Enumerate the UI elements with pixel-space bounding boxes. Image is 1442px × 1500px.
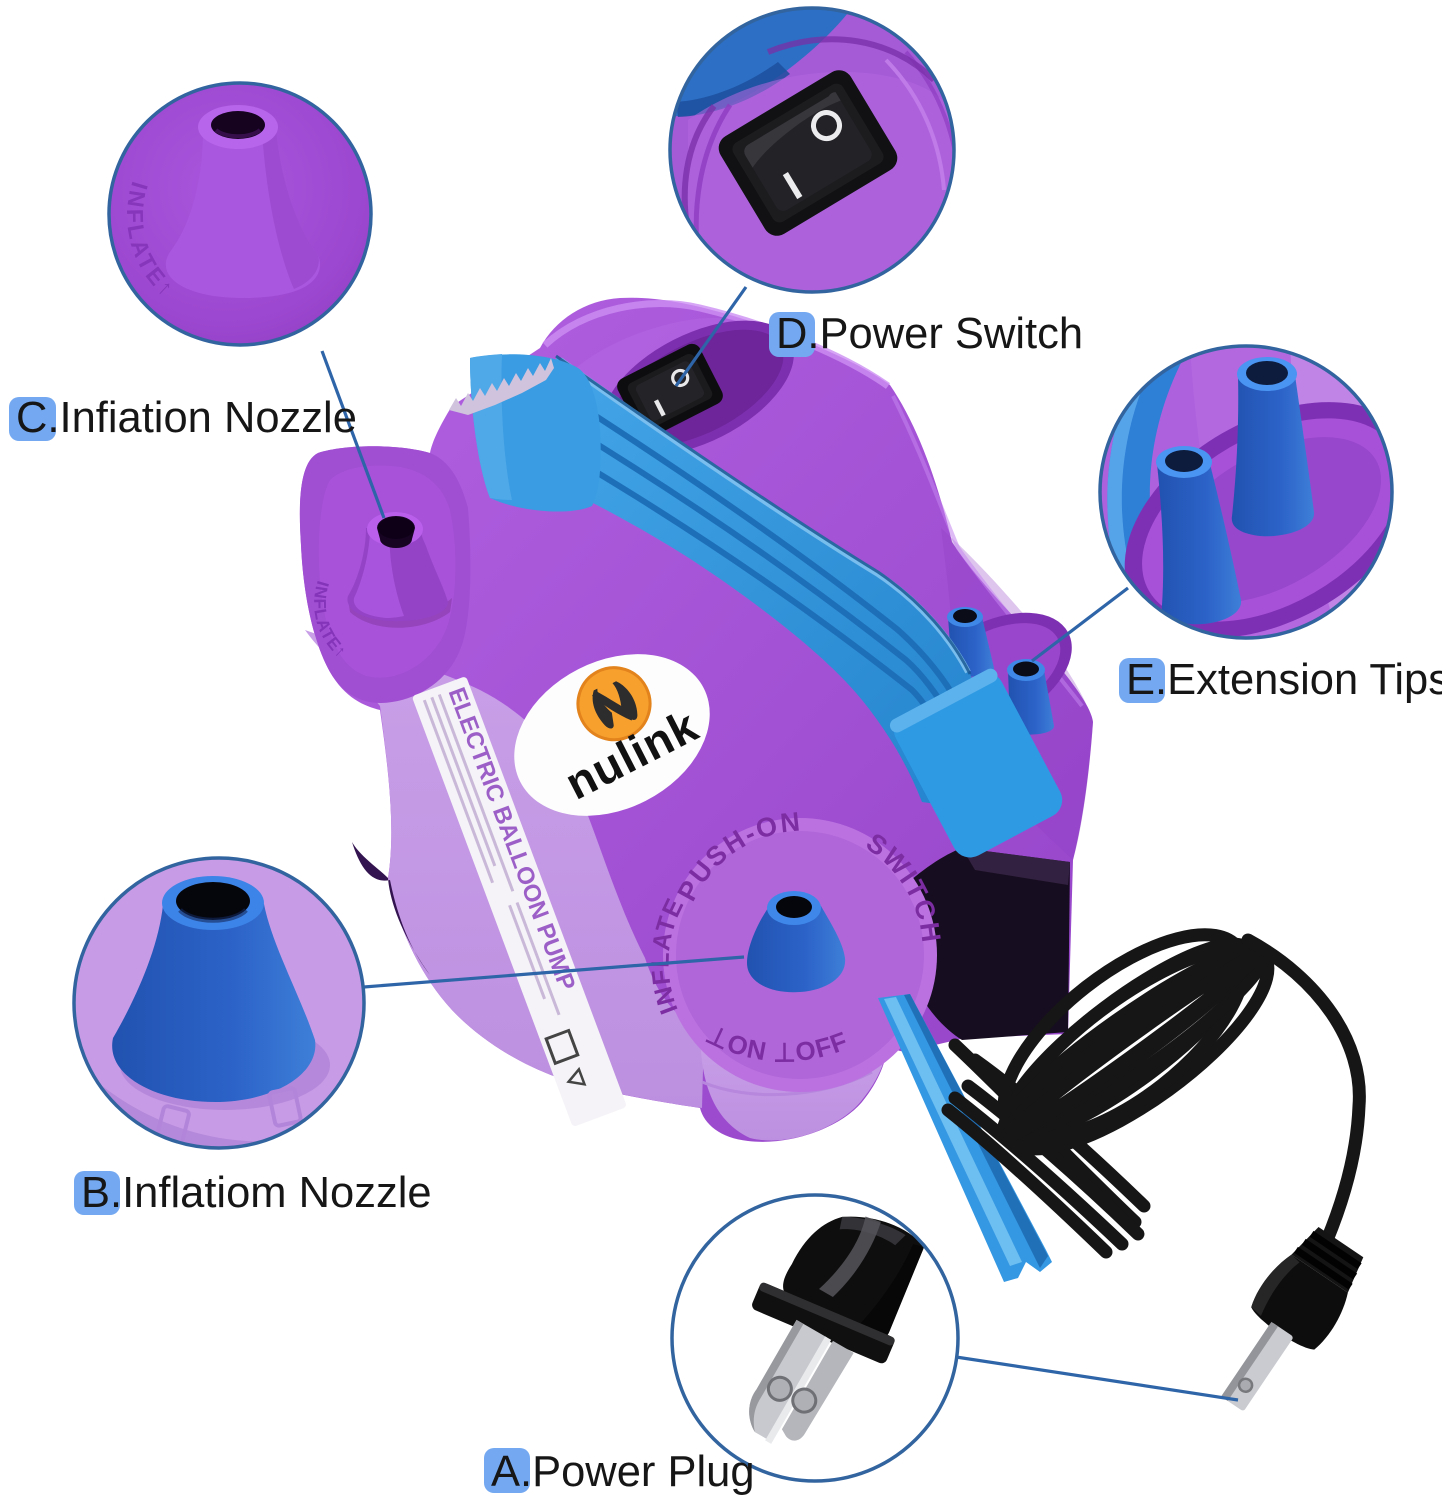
svg-text:B.Inflatiom Nozzle: B.Inflatiom Nozzle	[81, 1169, 432, 1217]
svg-text:C.Infiation Nozzle: C.Infiation Nozzle	[16, 394, 357, 442]
svg-text:A.Power Plug: A.Power Plug	[491, 1448, 755, 1496]
svg-text:E.Extension Tips: E.Extension Tips	[1126, 656, 1442, 704]
svg-text:D.Power Switch: D.Power Switch	[776, 310, 1083, 358]
